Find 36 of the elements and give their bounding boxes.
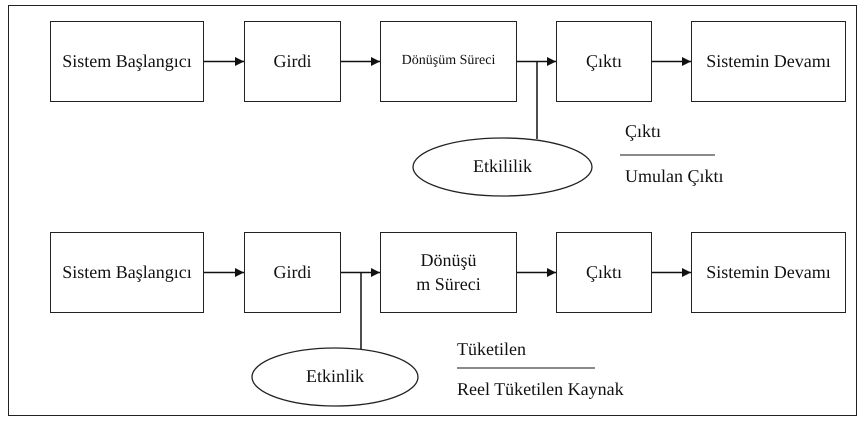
process-box bbox=[380, 21, 517, 102]
connector-line bbox=[360, 272, 362, 349]
process-box bbox=[50, 232, 204, 313]
formula-text: Umulan Çıktı bbox=[625, 166, 724, 187]
process-box bbox=[244, 232, 341, 313]
arrow bbox=[652, 268, 691, 277]
connector-line bbox=[536, 61, 538, 139]
process-box bbox=[556, 21, 652, 102]
node-label: Çıktı bbox=[586, 260, 622, 284]
node-label: Girdi bbox=[274, 260, 312, 284]
formula-text: Çıktı bbox=[625, 121, 662, 142]
node-label: Dönüşüm Süreci bbox=[402, 52, 496, 70]
arrow bbox=[204, 57, 244, 66]
process-box bbox=[556, 232, 652, 313]
node-label: Dönüşü m Süreci bbox=[415, 249, 482, 296]
node-label: Etkinlik bbox=[306, 365, 364, 388]
arrow bbox=[652, 57, 691, 66]
node-label: Sistem Başlangıcı bbox=[62, 50, 192, 73]
node-label: Etkililik bbox=[472, 155, 532, 178]
arrow bbox=[204, 268, 244, 277]
process-box bbox=[691, 21, 846, 102]
node-label: Sistemin Devamı bbox=[706, 50, 831, 73]
formula-text: Reel Tüketilen Kaynak bbox=[457, 379, 624, 400]
process-box bbox=[50, 21, 204, 102]
node-label: Sistemin Devamı bbox=[706, 260, 831, 284]
node-label: Girdi bbox=[274, 50, 312, 73]
arrow bbox=[341, 268, 380, 277]
arrow bbox=[341, 57, 380, 66]
arrow bbox=[517, 268, 556, 277]
node-label: Sistem Başlangıcı bbox=[62, 260, 192, 284]
node-label: Çıktı bbox=[586, 50, 622, 73]
process-box bbox=[244, 21, 341, 102]
arrow bbox=[517, 57, 556, 66]
process-box bbox=[380, 232, 517, 313]
formula-text: Tüketilen bbox=[457, 339, 526, 360]
process-box bbox=[691, 232, 846, 313]
